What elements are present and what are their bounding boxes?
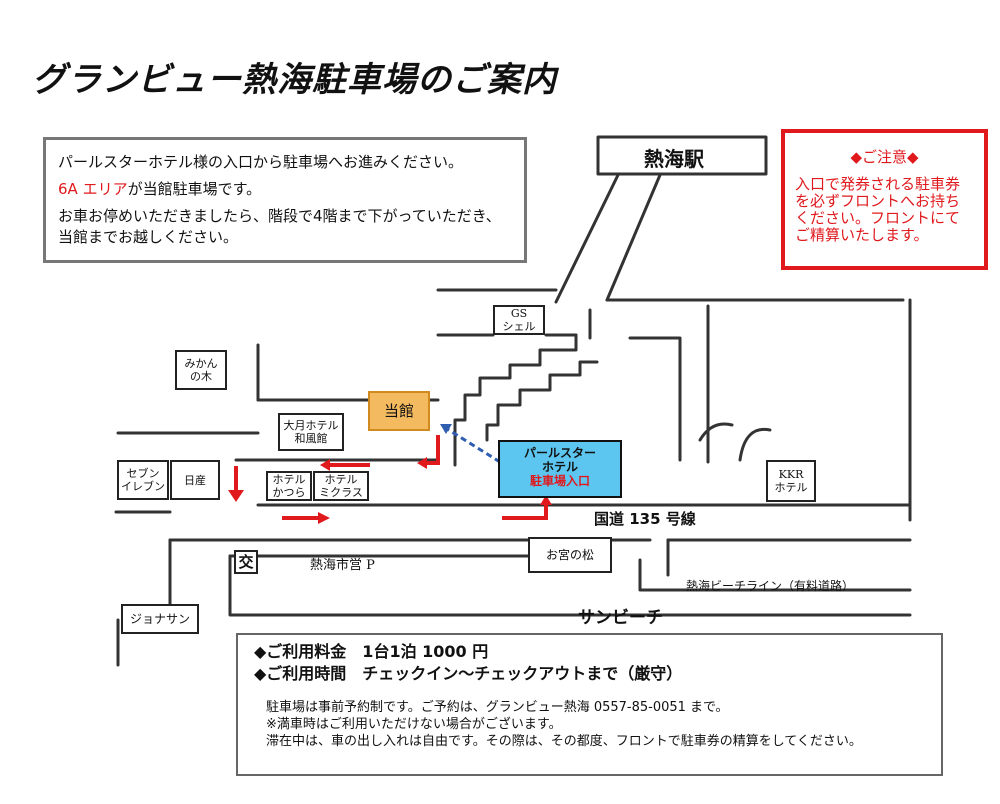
caution-body: 入口で発券される駐車券を必ずフロントへお持ちください。フロントにてご精算いたしま… (795, 175, 961, 244)
omiya-matsu-label: お宮の松 (528, 537, 612, 573)
parking-entrance-label: 駐車場入口 (529, 474, 590, 488)
arrow-entrance-up (502, 503, 548, 520)
caution-box: ◆ご注意◆ 入口で発券される駐車券を必ずフロントへお持ちください。フロントにてご… (781, 129, 988, 270)
note-line-2: ※満車時はご利用いただけない場合がございます。 (266, 717, 562, 732)
walk-path-arrowhead (440, 424, 452, 434)
arrow-head-left-2 (417, 457, 427, 469)
caution-heading: ◆ご注意◆ (850, 148, 919, 166)
jonathan-label: ジョナサン (121, 604, 199, 634)
hotel-katsura-label: ホテル かつら (266, 471, 312, 501)
sunbeach-label: サンビーチ (578, 608, 663, 628)
walk-path-dashed (443, 425, 501, 464)
pearl-star-name: パールスター ホテル (523, 446, 596, 474)
gs-shell-label: GS シェル (493, 305, 545, 335)
municipal-parking-label: 熱海市営 P (310, 558, 375, 573)
arrow-head-left-1 (320, 459, 330, 471)
note-line-1: 駐車場は事前予約制です。ご予約は、グランビュー熱海 0557-85-0051 ま… (266, 700, 729, 715)
nissan-label: 日産 (170, 460, 220, 500)
hours-line: ◆ご利用時間 チェックイン～チェックアウトまで（厳守） (254, 664, 683, 683)
kkr-hotel-label: KKR ホテル (766, 460, 816, 502)
arrow-head-up (540, 495, 552, 505)
seven-eleven-label: セブン イレブン (117, 460, 169, 500)
road-station-right (605, 173, 662, 302)
directions-box: パールスターホテル様の入口から駐車場へお進みください。 6A エリアが当館駐車場… (43, 137, 527, 263)
road-stair-outer (485, 360, 599, 442)
area-text: が当館駐車場です。 (127, 180, 262, 198)
page-title: グランビュー熱海駐車場のご案内 (32, 60, 557, 100)
beach-line-label: 熱海ビーチライン（有料道路） (686, 579, 855, 593)
arrow-touka-corner (425, 435, 440, 465)
road-station-left (554, 173, 620, 304)
route-135-label: 国道 135 号線 (594, 510, 696, 528)
station-label: 熱海駅 (644, 147, 704, 171)
road-curve-2 (738, 427, 772, 462)
directions-line-1: パールスターホテル様の入口から駐車場へお進みください。 (58, 153, 464, 171)
ohtsuki-hotel-label: 大月ホテル 和風館 (278, 413, 344, 451)
police-box-label: 交 (234, 550, 258, 574)
mikan-label: みかん の木 (175, 350, 227, 390)
road-beach-line-top (638, 558, 912, 592)
area-label: 6A エリア (58, 180, 128, 198)
road-beach-line (228, 554, 912, 617)
road-stair-inner (453, 333, 578, 467)
hotel-micrasse-label: ホテル ミクラス (313, 471, 369, 501)
road-right-branch (628, 336, 682, 462)
arrow-head-down (228, 490, 244, 502)
arrow-head-right (318, 512, 330, 524)
usage-info-box: ◆ご利用料金 1台1泊 1000 円 ◆ご利用時間 チェックイン～チェックアウト… (236, 633, 943, 776)
road-curve-1 (698, 422, 734, 442)
directions-line-2: 6A エリアが当館駐車場です。 (58, 179, 512, 200)
station-box (596, 135, 768, 176)
touka-label: 当館 (368, 391, 430, 431)
directions-line-3: お車お停めいただきましたら、階段で4階まで下がっていただき、当館までお越しくださ… (58, 207, 501, 246)
pearl-star-hotel: パールスター ホテル 駐車場入口 (498, 440, 622, 498)
fee-line: ◆ご利用料金 1台1泊 1000 円 (254, 642, 489, 661)
note-line-3: 滞在中は、車の出し入れは自由です。その際は、その都度、フロントで駐車券の精算をし… (266, 734, 862, 749)
